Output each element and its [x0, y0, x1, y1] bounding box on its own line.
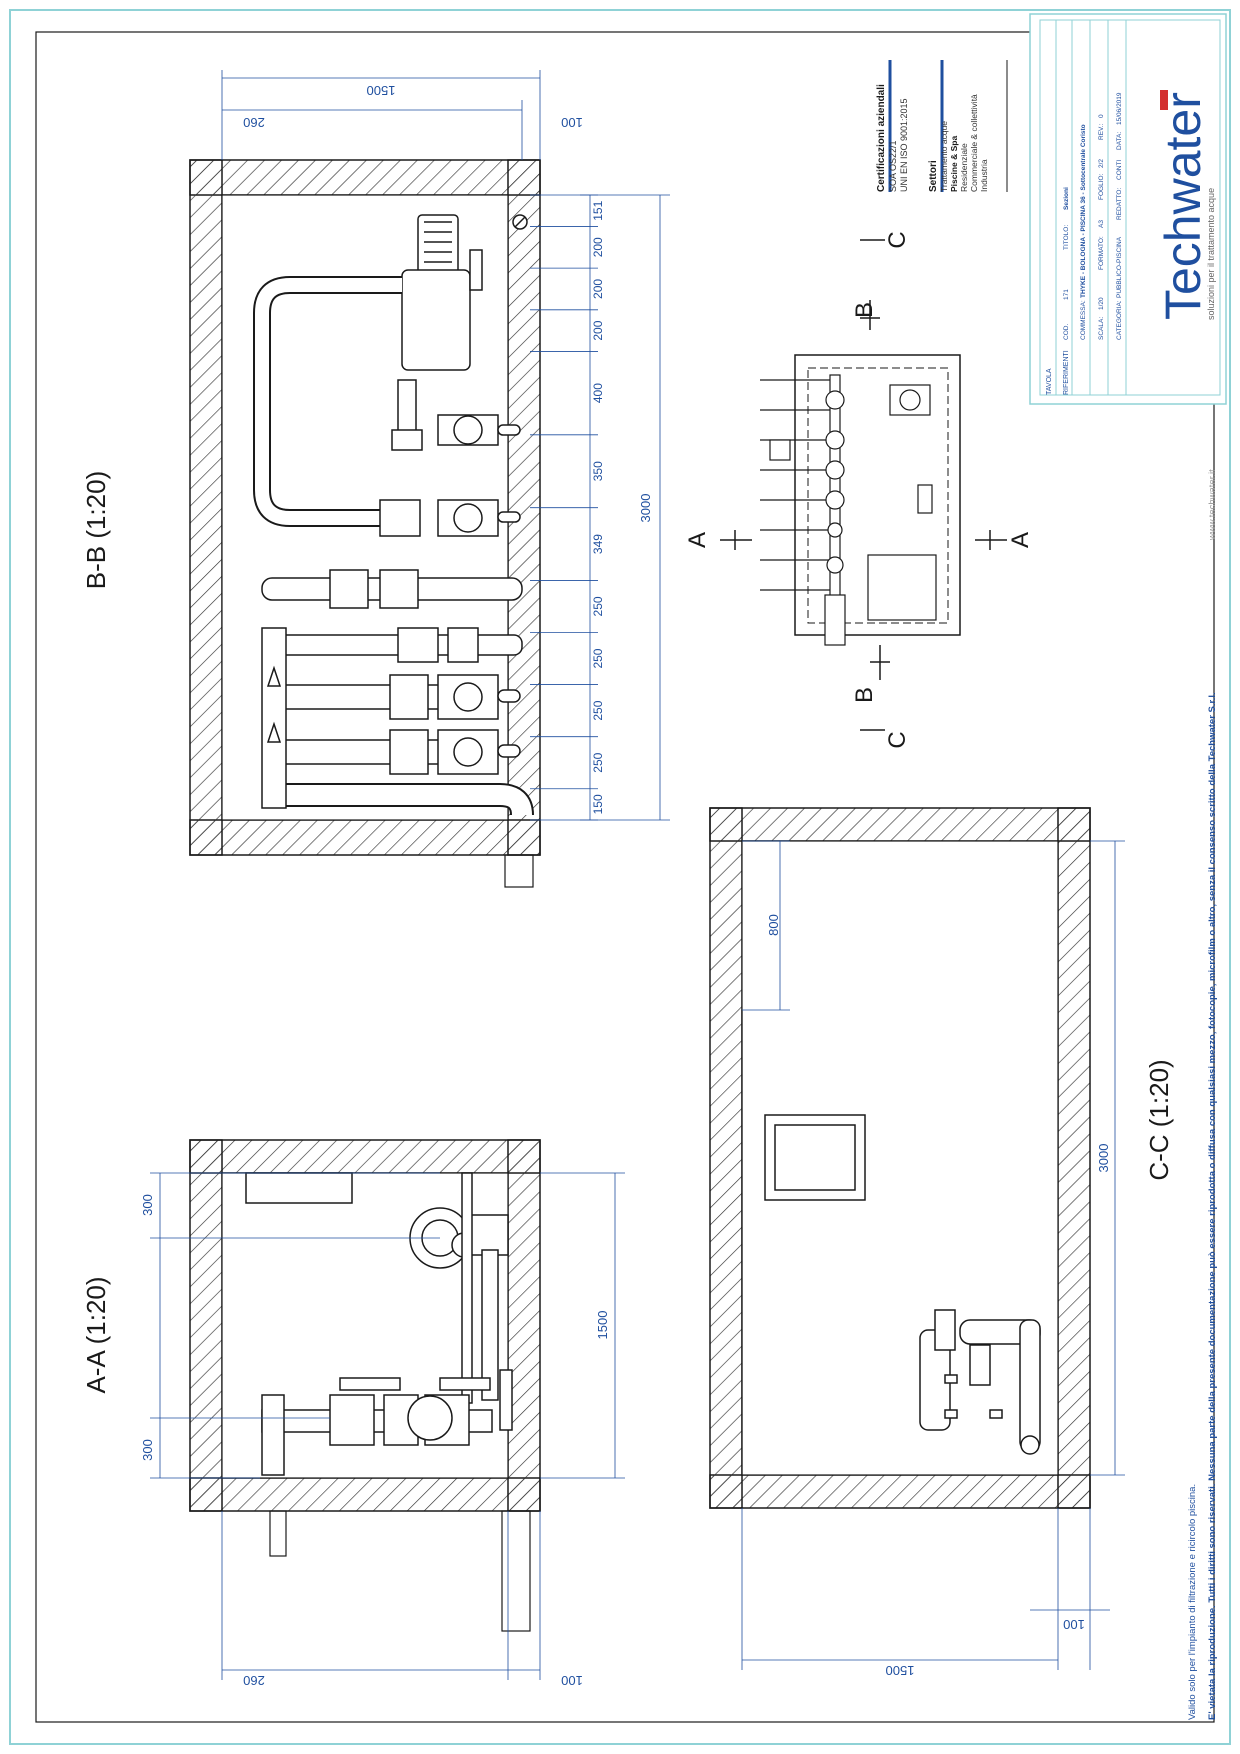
section-cc-title: C-C (1:20)	[1144, 1059, 1174, 1180]
certifications-block: Certificazioni aziendali SOA OS22/1 UNI …	[876, 60, 1008, 192]
categoria-label: CATEGORIA:	[1116, 300, 1123, 340]
bb-dim-total: 3000	[638, 494, 653, 523]
plan-marker-b-bottom: B	[851, 687, 878, 703]
section-aa-title: A-A (1:20)	[81, 1276, 111, 1393]
bb-dim-width: 1500	[367, 83, 396, 98]
rev-value: 0	[1098, 114, 1105, 118]
bb-chain-label: 250	[591, 700, 605, 720]
bb-chain-label: 350	[591, 461, 605, 481]
company-tagline: soluzioni per il trattamento acque	[1206, 188, 1216, 320]
sector-line: Commerciale & collettività	[969, 94, 979, 192]
footer-copyright-note: E' vietata la riproduzione. Tutti i diri…	[1207, 692, 1218, 1720]
commessa-label: COMMESSA:	[1080, 300, 1087, 340]
plan-marker-a-left: A	[684, 532, 711, 548]
cc-dim-right: 100	[1063, 1617, 1085, 1632]
sector-line: Trattamento acque	[939, 121, 949, 192]
section-bb-title: B-B (1:20)	[81, 471, 111, 590]
drawing-border	[35, 31, 1215, 1723]
sectors-heading: Settori	[928, 160, 939, 192]
cod-value: 171	[1063, 289, 1070, 300]
scala-label: SCALA:	[1098, 317, 1105, 340]
bb-dimension-chain: 151 200 200 200 400 350 349 250 250 250 250 150	[530, 194, 605, 821]
plan-marker-a-right: A	[1007, 532, 1034, 548]
aa-dim-right: 100	[561, 1673, 583, 1688]
cc-dim-length: 3000	[1096, 1144, 1111, 1173]
title-block: TAVOLA RIFERIMENTI COD. 171 TITOLO: Sezi…	[1029, 13, 1227, 405]
titolo-label: TITOLO:	[1063, 225, 1070, 250]
section-cc: C-C (1:20)	[709, 807, 1174, 1678]
data-value: 15/06/2019	[1116, 92, 1123, 125]
aa-dim-top: 300	[140, 1194, 155, 1216]
plan-view: A A B B C C	[684, 231, 1034, 748]
plan-marker-c-bottom: C	[884, 731, 911, 748]
categoria-value: PUBBLICO-PISCINA	[1116, 236, 1123, 298]
footer-validity-note: Valido solo per l'impianto di filtrazion…	[1187, 1484, 1198, 1720]
foglio-label: FOGLIO:	[1098, 173, 1105, 200]
commessa-value: THYKE - BOLOGNA - PISCINA 36 - Sottocent…	[1080, 124, 1087, 298]
aa-dimensions	[150, 1172, 625, 1680]
plan-marker-b-top: B	[851, 302, 878, 318]
bb-dimensions	[221, 70, 670, 821]
company-logo: Techwater	[1155, 92, 1211, 320]
data-label: DATA:	[1116, 132, 1123, 150]
bb-dim-right: 100	[561, 115, 583, 130]
cc-dim-depth: 800	[766, 914, 781, 936]
aa-equipment	[245, 1172, 513, 1476]
bb-chain-label: 400	[591, 383, 605, 403]
section-aa: A-A (1:20)	[81, 1139, 625, 1688]
bb-chain-label: 250	[591, 596, 605, 616]
logo-accent	[1160, 90, 1168, 110]
bb-chain-label: 250	[591, 752, 605, 772]
sector-line: Residenziale	[959, 143, 969, 192]
redatto-label: REDATTO:	[1116, 188, 1123, 220]
cod-label: COD.	[1063, 324, 1070, 340]
footer-website: www.techwater.it	[1207, 469, 1218, 541]
titleblock-side-label: RIFERIMENTI	[1063, 350, 1070, 395]
cc-equipment	[764, 1114, 1041, 1455]
cc-dimensions	[741, 840, 1125, 1670]
bb-dim-left: 260	[243, 115, 265, 130]
sector-line: Industria	[979, 159, 989, 192]
sector-line: Piscine & Spa	[949, 136, 959, 192]
bb-chain-label: 200	[591, 279, 605, 299]
plan-marker-c-top: C	[884, 231, 911, 248]
outer-frame	[9, 9, 1231, 1745]
certification-line: UNI EN ISO 9001:2015	[899, 98, 909, 192]
bb-chain-label: 250	[591, 648, 605, 668]
cc-dim-width: 1500	[886, 1663, 915, 1678]
rev-label: REV.:	[1098, 123, 1105, 140]
formato-value: A3	[1098, 220, 1105, 228]
scala-value: 1/20	[1098, 297, 1105, 310]
aa-dim-bottom: 300	[140, 1439, 155, 1461]
section-bb: B-B (1:20)	[81, 70, 670, 888]
formato-label: FORMATO:	[1098, 236, 1105, 270]
certification-line: SOA OS22/1	[888, 140, 898, 192]
certifications-heading: Certificazioni aziendali	[876, 84, 887, 192]
titleblock-side-label: TAVOLA	[1046, 368, 1053, 395]
bb-chain-label: 349	[591, 534, 605, 554]
bb-chain-label: 200	[591, 237, 605, 257]
bb-piping	[253, 214, 534, 816]
bb-chain-label: 150	[591, 794, 605, 814]
bb-chain-label: 151	[591, 200, 605, 220]
foglio-value: 2/2	[1098, 159, 1105, 168]
redatto-value: CONTI	[1116, 160, 1123, 180]
titolo-value: Sezioni	[1063, 187, 1070, 210]
aa-dim-height: 1500	[595, 1311, 610, 1340]
aa-dim-left: 260	[243, 1673, 265, 1688]
bb-chain-label: 200	[591, 320, 605, 340]
